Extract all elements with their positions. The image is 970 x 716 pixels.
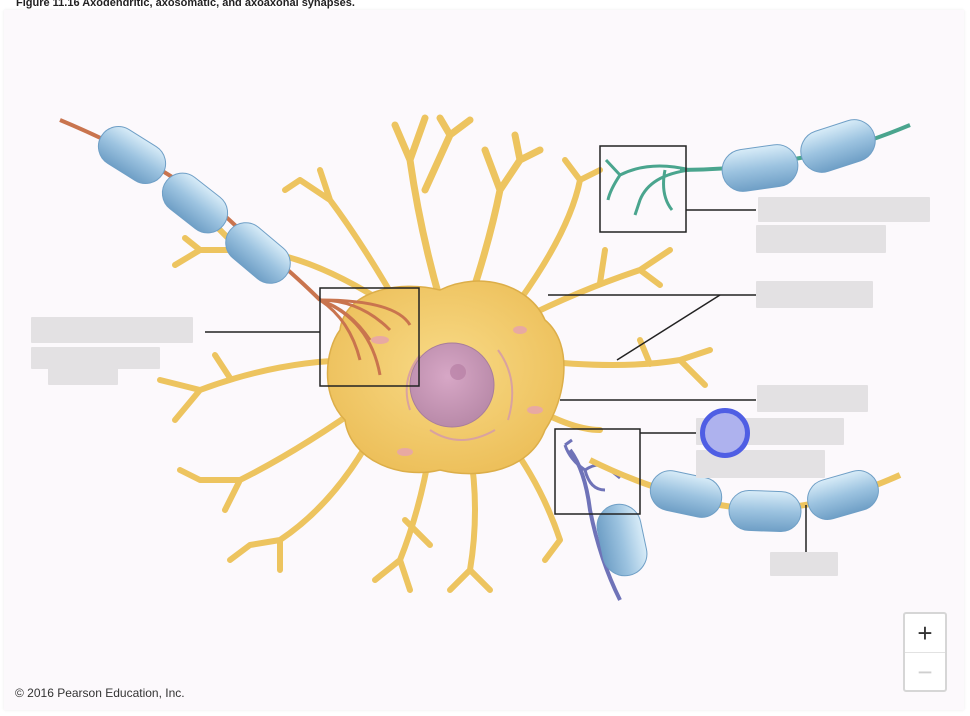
leader-lines — [205, 209, 807, 552]
copyright-text: © 2016 Pearson Education, Inc. — [15, 686, 185, 700]
label-box-cell-body[interactable] — [757, 385, 868, 412]
label-box-axoaxonal-2[interactable] — [756, 225, 886, 253]
zoom-controls: + − — [903, 612, 947, 692]
label-box-axon[interactable] — [770, 552, 838, 576]
axoaxonal-axon — [604, 119, 911, 216]
axodendritic-box — [319, 287, 420, 387]
zoom-in-button[interactable]: + — [917, 618, 933, 648]
label-box-dendrite[interactable] — [756, 281, 873, 308]
axoaxonal-box — [599, 145, 687, 233]
dendrites — [157, 114, 713, 593]
label-box-axodendritic-3[interactable] — [48, 360, 118, 385]
output-axon — [588, 457, 902, 533]
organelles — [371, 326, 543, 456]
selection-hotspot[interactable] — [700, 408, 750, 458]
label-box-axoaxonal-1[interactable] — [758, 197, 930, 222]
axosomatic-box — [554, 428, 641, 515]
axodendritic-axon — [59, 118, 412, 376]
nucleolus — [450, 364, 466, 380]
figure-title: Figure 11.16 Axodendritic, axosomatic, a… — [16, 0, 355, 9]
zoom-out-button[interactable]: − — [905, 652, 945, 691]
nucleus — [409, 342, 495, 428]
label-box-axodendritic-1[interactable] — [31, 317, 193, 343]
axosomatic-axon — [563, 438, 648, 601]
